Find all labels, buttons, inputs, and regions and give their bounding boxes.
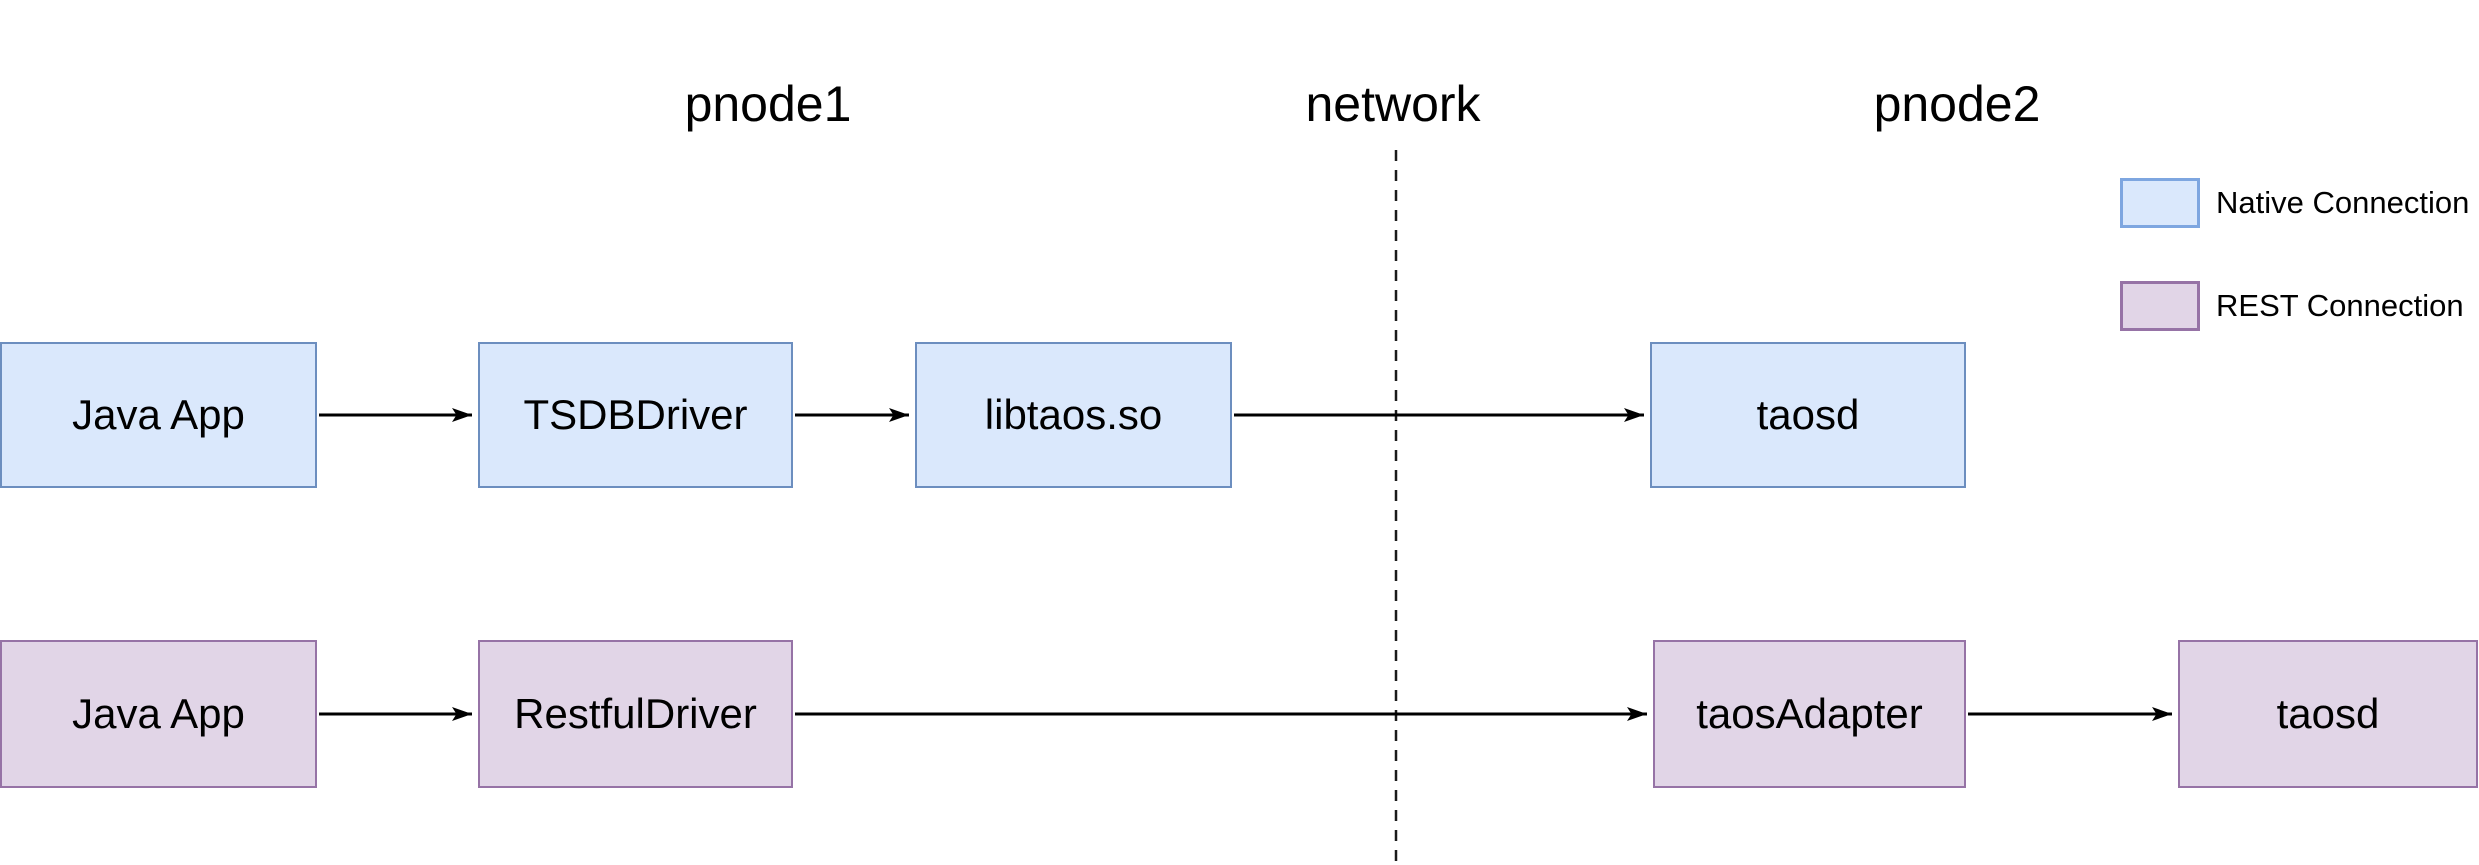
node-taosd-rest: taosd	[2178, 640, 2478, 788]
legend-swatch-rest-connection	[2120, 281, 2200, 331]
legend-item-rest: REST Connection	[2120, 281, 2464, 331]
node-java-app-rest: Java App	[0, 640, 317, 788]
zone-label-pnode2: pnode2	[1873, 76, 2041, 132]
legend-label-native-connection: Native Connection	[2216, 185, 2470, 220]
node-taosadapter: taosAdapter	[1653, 640, 1966, 788]
node-taosd-native: taosd	[1650, 342, 1966, 488]
node-tsdbdriver: TSDBDriver	[478, 342, 793, 488]
legend-swatch-native-connection	[2120, 178, 2200, 228]
node-libtaos-so: libtaos.so	[915, 342, 1232, 488]
legend-label-rest-connection: REST Connection	[2216, 288, 2464, 323]
legend-item-native: Native Connection	[2120, 178, 2469, 228]
zone-label-pnode1: pnode1	[684, 76, 852, 132]
node-java-app-native: Java App	[0, 342, 317, 488]
node-restfuldriver: RestfulDriver	[478, 640, 793, 788]
zone-label-network: network	[1305, 76, 1481, 132]
